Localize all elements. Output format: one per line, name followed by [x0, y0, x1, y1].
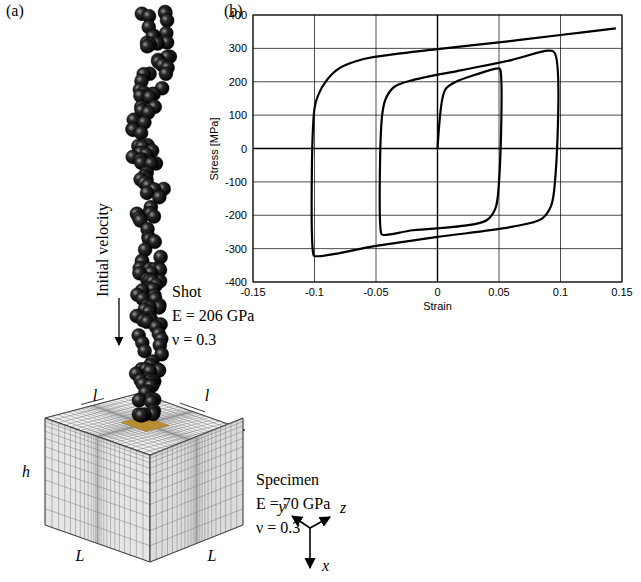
tick-label: -100 [225, 176, 247, 188]
axis-label: x [322, 557, 329, 575]
shot-sphere [134, 408, 148, 422]
shot-sphere [159, 67, 173, 81]
specimen-face [150, 418, 243, 562]
tick-label: -300 [225, 243, 247, 255]
dimension-label: h [22, 463, 30, 481]
tick-label: 0 [241, 142, 247, 154]
tick-label: 300 [229, 42, 247, 54]
tick-label: -0.05 [363, 286, 388, 298]
axis-arrow [309, 528, 311, 568]
specimen-mesh [45, 393, 245, 562]
mesh-line [93, 406, 198, 443]
shot-stream [126, 5, 177, 422]
mesh-line [150, 494, 243, 531]
shot-sphere [132, 393, 146, 407]
mesh-line [92, 406, 197, 443]
tick-label: 400 [229, 9, 247, 21]
shot-sphere [147, 210, 161, 224]
shot-sphere [160, 14, 174, 28]
mesh-line [89, 406, 194, 443]
shot-sphere [140, 186, 154, 200]
mesh-line [45, 494, 150, 531]
velocity-arrow [118, 298, 119, 345]
axis-title: Strain [423, 300, 452, 312]
mesh-line [150, 422, 243, 459]
part-label: Specimen [256, 471, 319, 489]
dimension-line [81, 399, 104, 405]
tick-label: 0.15 [611, 286, 632, 298]
mesh-line [88, 408, 183, 433]
mesh-line [94, 405, 199, 442]
axis-label: z [340, 499, 346, 517]
tick-label: -0.15 [240, 286, 265, 298]
dimension-label: L [76, 547, 85, 565]
shot-sphere [134, 126, 148, 140]
mesh-line [93, 405, 198, 442]
mesh-line [45, 447, 150, 484]
tick-label: -0.1 [305, 286, 324, 298]
tick-label: -200 [225, 209, 247, 221]
dimension-line [180, 403, 205, 412]
stress-strain-chart [253, 15, 622, 282]
tick-label: 0.05 [488, 286, 509, 298]
dimension-label: L [208, 547, 217, 565]
mesh-line [150, 456, 243, 493]
mesh-line [45, 456, 150, 493]
mesh-line [150, 447, 243, 484]
specimen-edge [45, 418, 150, 562]
axis-title: Stress [MPa] [208, 117, 220, 180]
mesh-line [80, 405, 175, 430]
specimen-face [45, 418, 150, 562]
tick-label: 100 [229, 109, 247, 121]
mesh-line [45, 438, 150, 475]
mesh-line [150, 426, 243, 463]
dimension-label: l [205, 387, 209, 405]
plot-frame [253, 15, 622, 282]
specimen-edge [150, 418, 243, 562]
mesh-line [150, 509, 243, 546]
mesh-line [150, 480, 243, 517]
axis-label: y [278, 498, 286, 517]
panel-label: (a) [6, 2, 24, 20]
hysteresis-curve [312, 28, 616, 256]
mesh-line [150, 438, 243, 475]
property-label: ν = 0.3 [256, 519, 300, 537]
mesh-line [45, 426, 150, 463]
mesh-line [104, 402, 209, 439]
shot-sphere [140, 39, 154, 53]
axis-arrow [310, 517, 330, 528]
property-label: ν = 0.3 [172, 331, 216, 349]
dimension-label: l [93, 387, 97, 405]
mesh-line [84, 407, 179, 432]
tick-label: 200 [229, 76, 247, 88]
mesh-line [76, 404, 171, 429]
tick-label: 0 [434, 286, 440, 298]
tick-label: 0.1 [553, 286, 568, 298]
velocity-label: Initial velocity [94, 203, 112, 297]
part-label: Shot [172, 283, 201, 301]
property-label: E = 70 GPa [256, 495, 330, 513]
mesh-line [45, 509, 150, 546]
mesh-line [45, 419, 150, 456]
property-label: E = 206 GPa [172, 307, 254, 325]
mesh-line [45, 480, 150, 517]
